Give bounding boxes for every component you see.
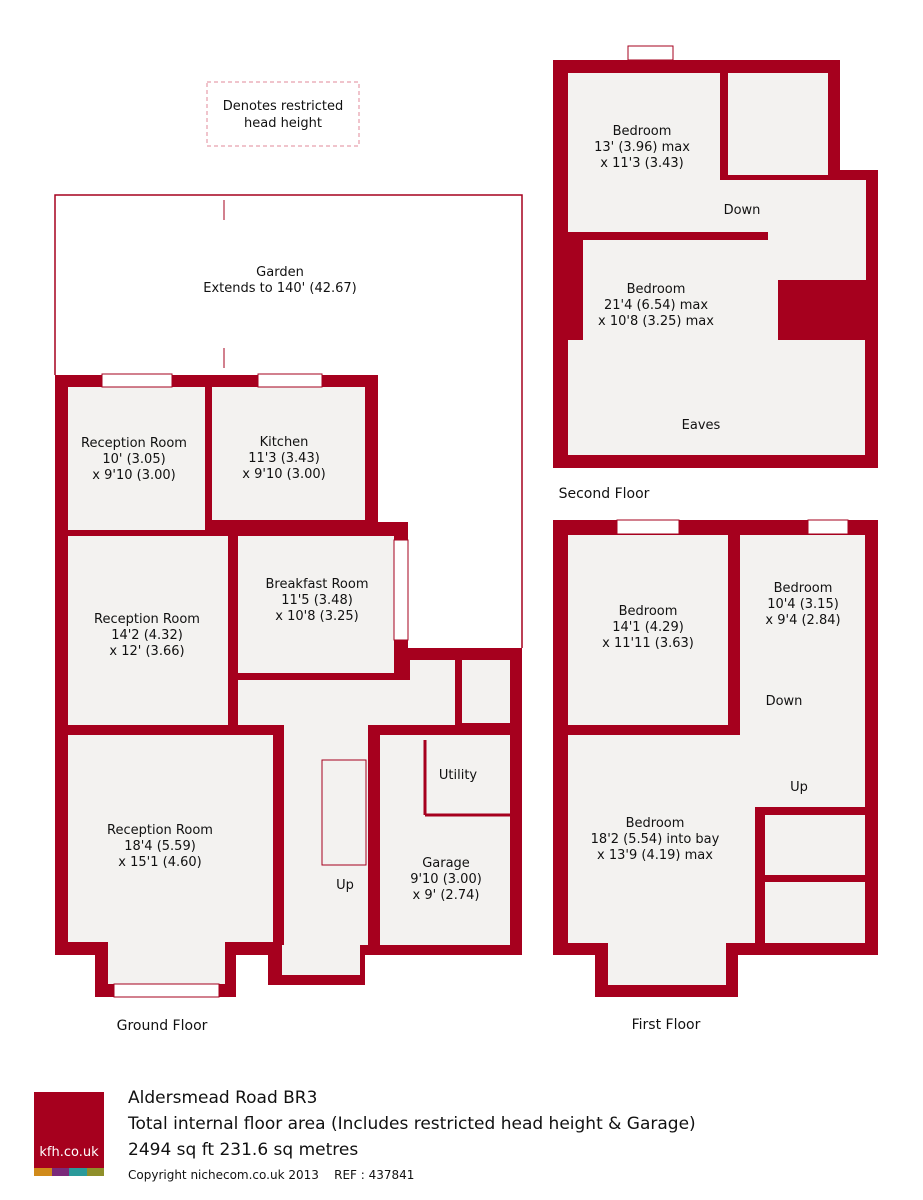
room-label: x 9' (2.74) [413,888,480,903]
garden: Garden Extends to 140' (42.67) [54,194,523,648]
area-note: Total internal floor area (Includes rest… [128,1114,696,1134]
ground-floor-plan: Reception Room 10' (3.05) x 9'10 (3.00) … [55,373,522,1034]
room-label: head height [244,116,322,131]
room-label: x 10'8 (3.25) max [598,314,714,329]
room-label: Kitchen [260,435,309,450]
room-label: x 11'3 (3.43) [600,156,683,171]
room-label: First Floor [632,1017,701,1033]
room-label: 21'4 (6.54) max [604,298,708,313]
room-label: x 9'10 (3.00) [242,467,325,482]
room-label: Reception Room [94,612,200,627]
room-label: 10'4 (3.15) [767,597,839,612]
room-label: Bedroom [774,581,833,596]
room-label: Down [724,203,761,218]
room-label: 14'2 (4.32) [111,628,183,643]
room-label: x 9'4 (2.84) [765,613,840,628]
room-label: Up [790,780,808,795]
room-label: Denotes restricted [223,99,344,114]
room-label: Second Floor [559,486,650,502]
kfh-logo: kfh.co.uk [34,1092,104,1176]
room-label: Garage [422,856,470,871]
room-label: 13' (3.96) max [594,140,690,155]
room-label: x 15'1 (4.60) [118,855,201,870]
room-label: x 12' (3.66) [109,644,184,659]
room-label: 18'2 (5.54) into bay [591,832,720,847]
room-label: Down [766,694,803,709]
room-label: 10' (3.05) [102,452,165,467]
restricted-height-legend: Denotes restricted head height [206,81,360,147]
room-label: Bedroom [626,816,685,831]
room-label: Bedroom [619,604,678,619]
room-label: 9'10 (3.00) [410,872,482,887]
room-label: x 10'8 (3.25) [275,609,358,624]
room-label: 11'5 (3.48) [281,593,353,608]
total-area: 2494 sq ft 231.6 sq metres [128,1140,359,1160]
reference: REF : 437841 [334,1168,415,1182]
room-label: Up [336,878,354,893]
room-label: x 11'11 (3.63) [602,636,694,651]
address: Aldersmead Road BR3 [128,1088,318,1108]
room-label: 11'3 (3.43) [248,451,320,466]
room-label: Utility [439,768,478,783]
room-label: Bedroom [627,282,686,297]
room-label: x 9'10 (3.00) [92,468,175,483]
room-label: Ground Floor [117,1018,208,1034]
room-label: Garden [256,265,304,280]
second-floor-plan: Bedroom 13' (3.96) max x 11'3 (3.43) Bed… [553,45,878,502]
room-label: Extends to 140' (42.67) [203,281,356,296]
room-label: Reception Room [81,436,187,451]
room-label: x 13'9 (4.19) max [597,848,713,863]
room-label: 18'4 (5.59) [124,839,196,854]
room-label: Reception Room [107,823,213,838]
footer-info: Aldersmead Road BR3 Total internal floor… [128,1085,696,1187]
room-label: Breakfast Room [265,577,368,592]
room-label: Eaves [682,418,721,433]
room-label: 14'1 (4.29) [612,620,684,635]
room-label: Bedroom [613,124,672,139]
first-floor-plan: Bedroom 14'1 (4.29) x 11'11 (3.63) Bedro… [553,519,878,1033]
copyright: Copyright nichecom.co.uk 2013 [128,1168,319,1182]
